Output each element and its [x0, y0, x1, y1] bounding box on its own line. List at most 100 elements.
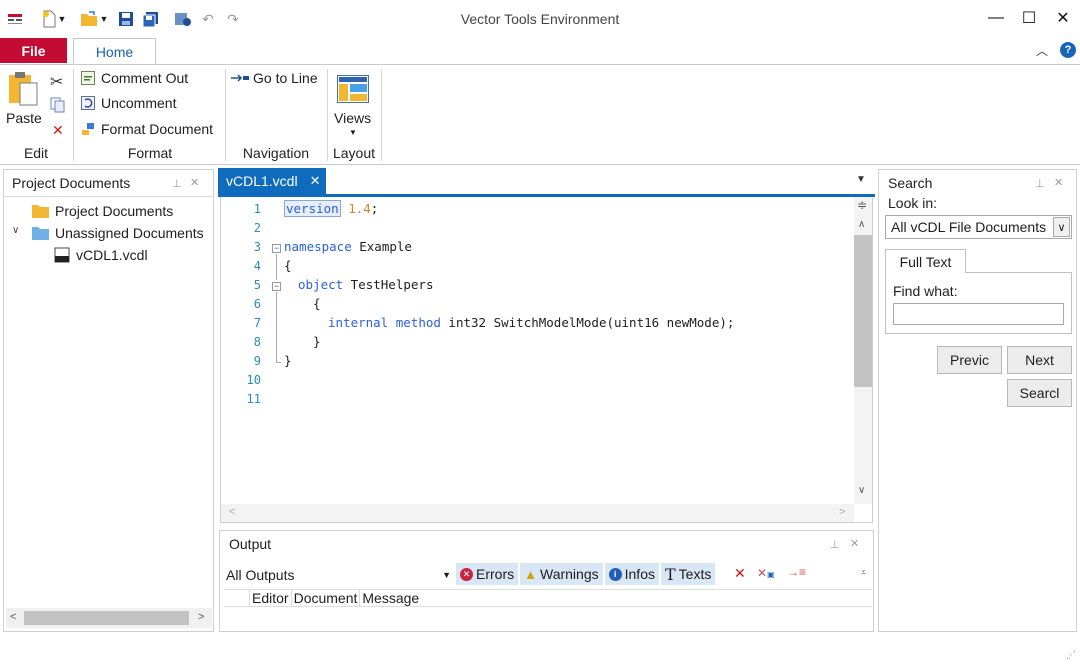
tab-home[interactable]: Home: [73, 38, 156, 65]
cut-icon[interactable]: ✂: [50, 74, 64, 91]
output-overflow-icon[interactable]: ⩡: [861, 567, 867, 577]
column-message[interactable]: Message: [362, 590, 420, 606]
chevron-down-icon[interactable]: ∨: [1053, 217, 1070, 237]
tab-file[interactable]: File: [0, 38, 67, 63]
tree-item-project-documents[interactable]: Project Documents: [32, 203, 173, 219]
scroll-up-icon[interactable]: ∧: [858, 219, 866, 230]
next-button[interactable]: Next: [1007, 346, 1072, 374]
code-keyword: method: [395, 315, 441, 330]
line-number: 2: [253, 221, 261, 235]
save-icon[interactable]: [115, 8, 137, 30]
search-panel-title: Search: [888, 175, 933, 191]
warnings-toggle[interactable]: ▲ Warnings: [520, 563, 603, 585]
close-panel-icon[interactable]: ✕: [850, 538, 860, 550]
output-panel-title: Output: [229, 536, 272, 552]
app-menu-icon[interactable]: [4, 8, 26, 30]
split-view-icon[interactable]: ≑: [857, 198, 868, 212]
code-line: internal method int32 SwitchModelMode(ui…: [328, 315, 734, 330]
folder-icon: [32, 227, 49, 240]
scroll-left-icon[interactable]: <: [10, 611, 17, 623]
format-document-button[interactable]: Format Document: [81, 121, 213, 137]
chevron-down-icon[interactable]: ∨: [12, 225, 20, 236]
column-document[interactable]: Document: [292, 590, 361, 606]
resize-grip-icon[interactable]: ⋰: [1066, 650, 1076, 661]
scroll-left-icon[interactable]: <: [229, 506, 236, 518]
views-icon[interactable]: [337, 75, 369, 106]
clear-all-output-icon[interactable]: ✕▣: [757, 566, 775, 580]
horizontal-scrollbar[interactable]: < >: [221, 504, 854, 522]
scroll-down-icon[interactable]: ∨: [858, 485, 866, 496]
open-dropdown-icon[interactable]: ▼: [99, 14, 109, 24]
tree-item-unassigned-documents[interactable]: Unassigned Documents: [32, 225, 204, 241]
column-editor[interactable]: Editor: [250, 590, 292, 606]
ribbon-separator: [225, 69, 226, 161]
scrollbar-thumb[interactable]: [854, 235, 872, 387]
close-tab-icon[interactable]: ✕: [309, 173, 321, 188]
scroll-right-icon[interactable]: >: [198, 611, 205, 623]
window-title: Vector Tools Environment: [460, 11, 620, 27]
go-to-line-button[interactable]: Go to Line: [231, 70, 318, 86]
paste-label[interactable]: Paste: [6, 110, 42, 126]
project-settings-icon[interactable]: [172, 8, 194, 30]
maximize-button[interactable]: ☐: [1021, 10, 1037, 27]
close-window-button[interactable]: ✕: [1056, 10, 1070, 27]
delete-icon[interactable]: ✕: [52, 122, 64, 138]
undo-icon[interactable]: ↶: [202, 10, 214, 27]
help-icon[interactable]: ?: [1060, 42, 1076, 58]
ribbon: Paste ✂ ✕ Edit Comment Out Uncomment For…: [0, 64, 1080, 165]
redo-icon[interactable]: ↷: [227, 10, 239, 27]
go-to-source-icon[interactable]: →≡: [787, 565, 807, 579]
editor-tab[interactable]: vCDL1.vcdl ✕: [218, 168, 326, 194]
look-in-select[interactable]: All vCDL File Documents ∨: [885, 215, 1072, 239]
texts-toggle[interactable]: T Texts: [660, 563, 716, 585]
code-editor[interactable]: 1 2 3 4 5 6 7 8 9 10 11 − − version 1.4;…: [220, 197, 873, 523]
comment-out-label: Comment Out: [101, 70, 189, 86]
text-icon: T: [664, 564, 676, 584]
open-folder-icon[interactable]: [78, 8, 100, 30]
pin-icon[interactable]: ⊥: [172, 178, 182, 190]
clear-output-icon[interactable]: ✕: [734, 565, 746, 581]
save-all-icon[interactable]: [140, 8, 162, 30]
tree-item-vcdl-file[interactable]: vCDL1.vcdl: [54, 247, 148, 263]
line-number: 9: [253, 354, 261, 368]
views-button[interactable]: Views: [334, 110, 372, 126]
close-panel-icon[interactable]: ✕: [1054, 177, 1064, 189]
line-number: 4: [253, 259, 261, 273]
fold-toggle-icon[interactable]: −: [272, 243, 281, 253]
uncomment-button[interactable]: Uncomment: [81, 95, 176, 111]
tab-list-dropdown-icon[interactable]: ▼: [856, 174, 866, 185]
copy-icon[interactable]: [50, 97, 66, 116]
vertical-scrollbar[interactable]: ≑ ∧ ∨: [854, 197, 872, 504]
scrollbar-thumb[interactable]: [24, 611, 189, 625]
views-dropdown-icon[interactable]: ▼: [349, 128, 357, 137]
new-document-icon[interactable]: [38, 8, 60, 30]
infos-toggle[interactable]: i Infos: [604, 563, 659, 585]
close-panel-icon[interactable]: ✕: [190, 177, 200, 189]
errors-label: Errors: [476, 566, 515, 582]
pin-icon[interactable]: ⊥: [830, 539, 840, 551]
new-dropdown-icon[interactable]: ▼: [57, 14, 67, 24]
find-what-label: Find what:: [893, 283, 958, 299]
code-number: 1.4: [348, 201, 371, 216]
horizontal-scrollbar[interactable]: < >: [6, 608, 212, 628]
tree-item-label: Project Documents: [55, 203, 174, 219]
minimize-button[interactable]: —: [988, 9, 1004, 26]
pin-icon[interactable]: ⊥: [1035, 178, 1045, 190]
code-keyword: namespace: [284, 239, 352, 254]
comment-out-button[interactable]: Comment Out: [81, 70, 188, 86]
group-edit-label: Edit: [23, 145, 49, 161]
fold-toggle-icon[interactable]: −: [272, 281, 281, 291]
go-to-line-icon: [231, 74, 249, 82]
previous-button[interactable]: Previc: [937, 346, 1002, 374]
search-panel: Search ⊥ ✕ Look in: All vCDL File Docume…: [878, 169, 1077, 632]
find-what-input[interactable]: [893, 303, 1064, 325]
line-number: 10: [246, 373, 261, 387]
tab-full-text[interactable]: Full Text: [885, 249, 966, 273]
paste-button[interactable]: [6, 71, 42, 117]
search-button[interactable]: Searcl: [1007, 379, 1072, 407]
output-filter-select[interactable]: All Outputs ▼: [226, 564, 451, 586]
code-line: version 1.4;: [284, 200, 378, 217]
collapse-ribbon-icon[interactable]: ︿: [1036, 44, 1049, 58]
scroll-right-icon[interactable]: >: [839, 506, 846, 518]
errors-toggle[interactable]: ✕ Errors: [456, 563, 519, 585]
